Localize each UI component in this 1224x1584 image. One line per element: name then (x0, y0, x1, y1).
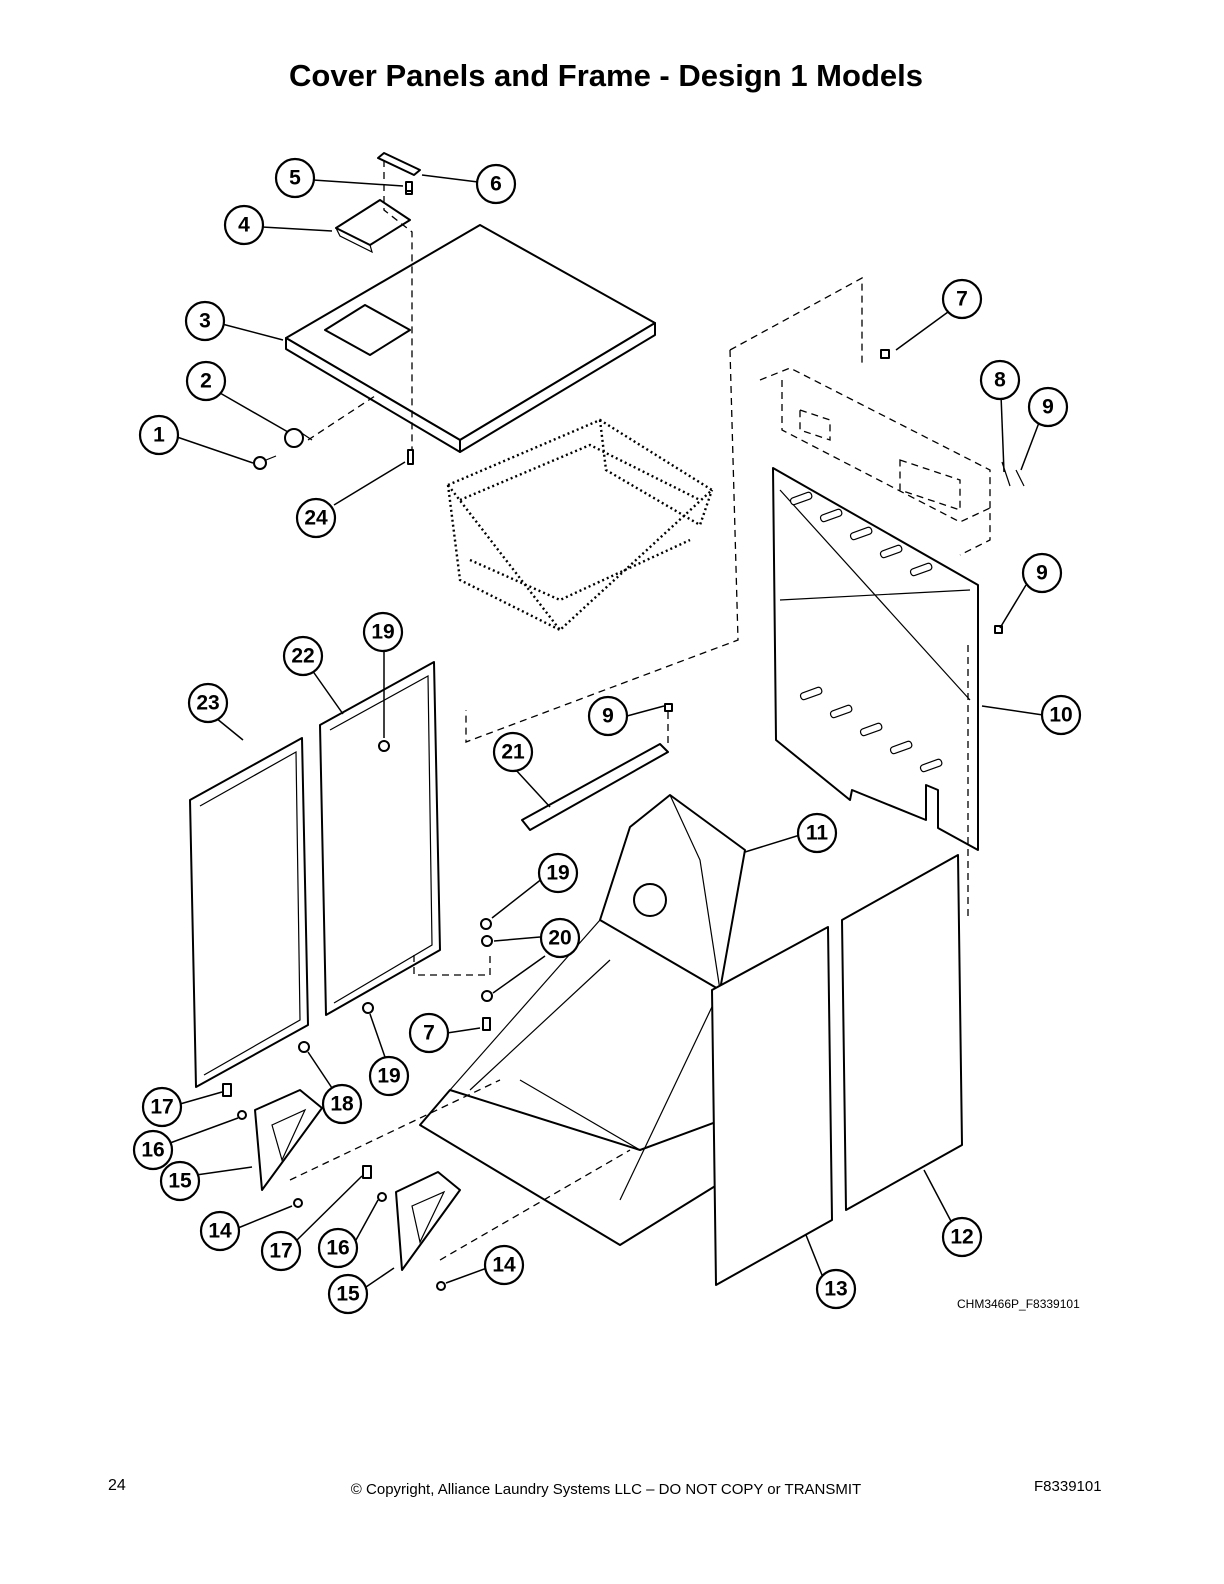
svg-text:9: 9 (1042, 396, 1054, 419)
callout-14-left: 14 (199, 1210, 241, 1252)
svg-text:11: 11 (806, 822, 829, 845)
svg-text:9: 9 (1036, 562, 1048, 585)
svg-text:16: 16 (326, 1237, 349, 1260)
svg-text:8: 8 (994, 369, 1006, 392)
callout-15-left: 15 (159, 1160, 201, 1202)
svg-text:9: 9 (602, 705, 614, 728)
callout-9-top: 9 (1027, 386, 1069, 428)
svg-text:20: 20 (548, 927, 571, 950)
cross-brace (521, 743, 669, 831)
svg-text:3: 3 (199, 310, 211, 333)
top-cover-panel (285, 224, 656, 453)
rear-panel (772, 467, 979, 851)
callout-19-top: 19 (362, 611, 404, 653)
svg-text:10: 10 (1049, 704, 1072, 727)
svg-text:15: 15 (336, 1283, 360, 1306)
svg-text:17: 17 (269, 1240, 292, 1263)
key (253, 455, 277, 470)
right-side-panel-12 (841, 854, 963, 1211)
callout-23: 23 (187, 682, 229, 724)
svg-text:13: 13 (824, 1278, 847, 1301)
leg-bracket-right (395, 1171, 461, 1271)
callout-7-bottom: 7 (408, 1012, 450, 1054)
callout-5: 5 (274, 157, 316, 199)
svg-text:5: 5 (289, 167, 301, 190)
callout-18: 18 (321, 1083, 363, 1125)
callout-17-left: 17 (141, 1086, 183, 1128)
top-lid-handle (335, 199, 411, 254)
svg-text:18: 18 (330, 1093, 354, 1116)
svg-text:15: 15 (168, 1170, 192, 1193)
callout-15-right: 15 (327, 1273, 369, 1315)
callout-9-bracket: 9 (587, 695, 629, 737)
right-side-panel-13 (711, 926, 833, 1286)
rear-panel-vents (789, 491, 943, 773)
pin-24 (407, 449, 414, 465)
svg-text:19: 19 (377, 1065, 400, 1088)
svg-text:17: 17 (150, 1096, 173, 1119)
rear-control-bracket (759, 367, 991, 556)
callout-13: 13 (815, 1268, 857, 1310)
callout-22: 22 (282, 635, 324, 677)
left-rear-side-panel (319, 661, 441, 1016)
svg-text:4: 4 (238, 214, 250, 237)
svg-text:14: 14 (492, 1254, 516, 1277)
callout-16-right: 16 (317, 1227, 359, 1269)
svg-text:21: 21 (501, 741, 525, 764)
svg-text:22: 22 (291, 645, 314, 668)
callout-4: 4 (223, 204, 265, 246)
lock-cylinder (284, 428, 313, 448)
callout-1: 1 (138, 414, 180, 456)
inner-control-tray (446, 418, 714, 632)
leg-bracket-left (254, 1089, 323, 1191)
callout-8: 8 (979, 359, 1021, 401)
callout-14-right: 14 (483, 1244, 525, 1286)
callout-12: 12 (941, 1216, 983, 1258)
callout-6: 6 (475, 163, 517, 205)
callout-21: 21 (492, 731, 534, 773)
callout-7-top: 7 (941, 278, 983, 320)
svg-text:1: 1 (153, 424, 165, 447)
svg-text:2: 2 (200, 370, 212, 393)
callout-20: 20 (539, 917, 581, 959)
callout-19-bottom: 19 (368, 1055, 410, 1097)
svg-text:12: 12 (950, 1226, 973, 1249)
small-hardware (222, 181, 1025, 1291)
callout-10: 10 (1040, 694, 1082, 736)
svg-text:24: 24 (304, 507, 328, 530)
svg-text:14: 14 (208, 1220, 232, 1243)
callout-16-left: 16 (132, 1129, 174, 1171)
callout-9-middle: 9 (1021, 552, 1063, 594)
leader-lines (169, 174, 1044, 1288)
callout-24: 24 (295, 497, 337, 539)
callout-17-right: 17 (260, 1230, 302, 1272)
page-title: Cover Panels and Frame - Design 1 Models (289, 58, 923, 93)
left-front-side-panel (189, 737, 309, 1088)
svg-text:23: 23 (196, 692, 219, 715)
svg-text:19: 19 (546, 862, 569, 885)
svg-text:16: 16 (141, 1139, 164, 1162)
document-number: F8339101 (1034, 1478, 1102, 1495)
callout-19-middle: 19 (537, 852, 579, 894)
svg-text:7: 7 (956, 288, 968, 311)
drawing-code: CHM3466P_F8339101 (957, 1297, 1080, 1311)
page-number: 24 (108, 1477, 126, 1494)
svg-text:7: 7 (423, 1022, 435, 1045)
svg-text:19: 19 (371, 621, 394, 644)
svg-text:6: 6 (490, 173, 502, 196)
copyright-notice: © Copyright, Alliance Laundry Systems LL… (350, 1481, 862, 1498)
callout-3: 3 (184, 300, 226, 342)
callout-11: 11 (796, 812, 838, 854)
callout-2: 2 (185, 360, 227, 402)
